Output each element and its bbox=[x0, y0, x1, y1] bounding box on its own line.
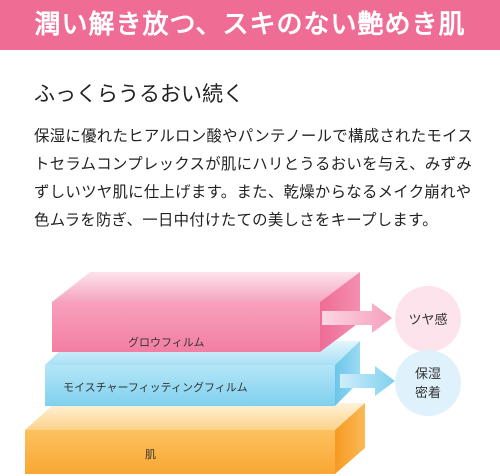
arrow-right-pink-icon bbox=[322, 303, 392, 333]
arrow-right-blue-icon bbox=[340, 366, 395, 396]
section-subtitle: ふっくらうるおい続く bbox=[34, 82, 244, 106]
page-header: 潤い解き放つ、スキのない艶めき肌 bbox=[0, 0, 500, 50]
effect-circle-moisture: 保湿 密着 bbox=[395, 350, 461, 416]
layer-skin-top bbox=[25, 403, 365, 430]
header-title: 潤い解き放つ、スキのない艶めき肌 bbox=[34, 10, 466, 40]
section-body: 保湿に優れたヒアルロン酸やパンテノールで構成されたモイストセラムコンプレックスが… bbox=[34, 127, 474, 229]
layer-glow-label: グロウフィルム bbox=[128, 335, 205, 349]
effect-circle-gloss: ツヤ感 bbox=[395, 286, 461, 352]
layer-moisture-film: モイスチャーフィッティングフィルム bbox=[45, 341, 360, 406]
effect-adhesion-label: 密着 bbox=[415, 385, 441, 401]
layer-glow-film: グロウフィルム bbox=[52, 272, 360, 352]
layer-glow-front bbox=[52, 302, 320, 352]
layer-skin: 肌 bbox=[25, 403, 365, 474]
layer-moisture-label: モイスチャーフィッティングフィルム bbox=[63, 380, 248, 394]
effect-circle-moisture-bg bbox=[395, 350, 461, 416]
effect-gloss-label: ツヤ感 bbox=[408, 312, 447, 328]
effect-circle-gloss-bg bbox=[395, 286, 461, 352]
layer-skin-front bbox=[25, 430, 335, 474]
layer-diagram: 肌 モイスチャーフィッティングフィルム グロウフィルム ツヤ感 保湿 bbox=[25, 272, 461, 474]
layer-skin-label: 肌 bbox=[145, 448, 156, 461]
effect-moisture-label: 保湿 bbox=[415, 367, 441, 382]
layer-glow-top bbox=[52, 272, 360, 302]
layer-moisture-side bbox=[335, 341, 360, 406]
layer-moisture-front bbox=[45, 365, 335, 406]
layer-skin-side bbox=[335, 403, 365, 474]
